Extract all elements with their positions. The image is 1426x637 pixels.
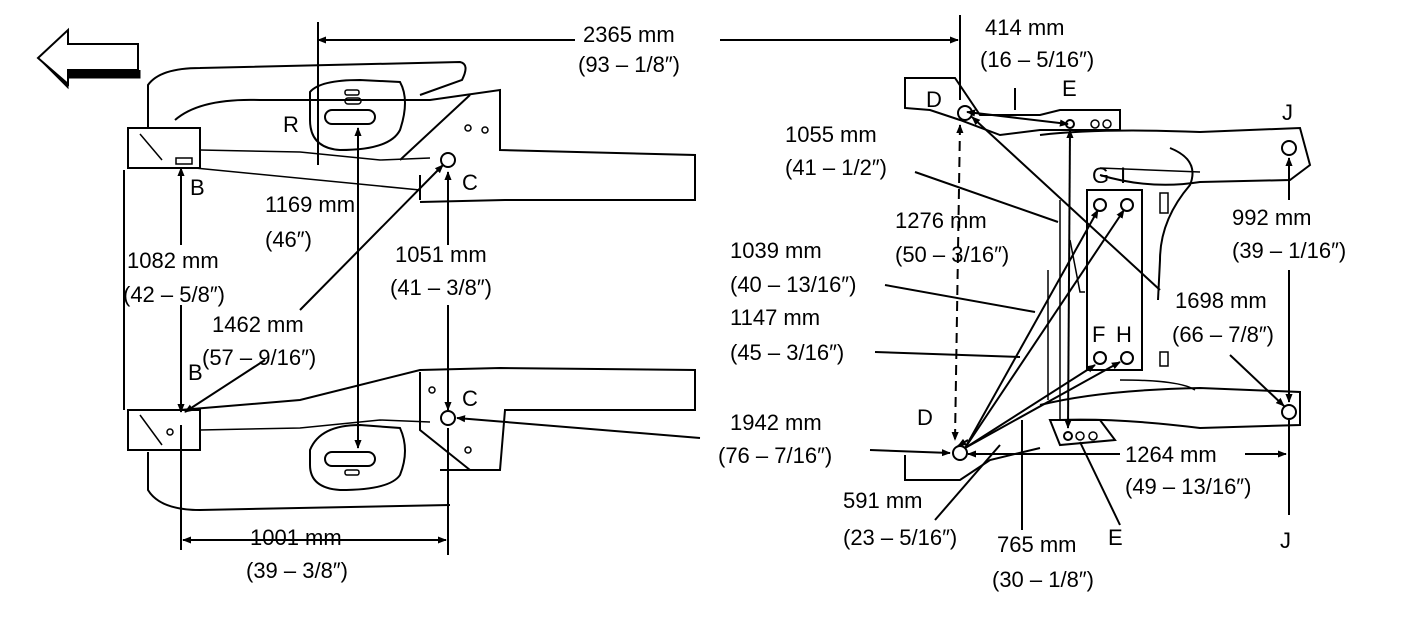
dim-414-mm: 414 mm xyxy=(985,15,1064,40)
front-frame-section xyxy=(123,60,696,512)
dim-1942-mm: 1942 mm xyxy=(730,410,822,435)
rear-frame-section xyxy=(904,77,1312,481)
dim-1055-in: (41 – 1/2″) xyxy=(785,155,887,180)
hole-d-lower xyxy=(952,445,968,461)
point-labels: B B C C R D D E E G I F H J J xyxy=(188,76,1293,553)
hole-e-lower xyxy=(1063,431,1073,441)
dim-1051-in: (41 – 3/8″) xyxy=(390,275,492,300)
hole-j-lower xyxy=(1281,404,1297,420)
dim-1276-mm: 1276 mm xyxy=(895,208,987,233)
dim-992-in: (39 – 1/16″) xyxy=(1232,238,1346,263)
label-e-lower: E xyxy=(1108,525,1123,550)
dim-765-mm: 765 mm xyxy=(997,532,1076,557)
label-e-upper: E xyxy=(1062,76,1077,101)
dim-1039-in: (40 – 13/16″) xyxy=(730,272,856,297)
dim-591-mm: 591 mm xyxy=(843,488,922,513)
dim-765-in: (30 – 1/8″) xyxy=(992,567,1094,592)
dim-1698-in: (66 – 7/8″) xyxy=(1172,322,1274,347)
dim-1264-mm: 1264 mm xyxy=(1125,442,1217,467)
hole-c-upper xyxy=(440,152,456,168)
label-h: H xyxy=(1116,322,1132,347)
label-c-upper: C xyxy=(462,170,478,195)
dim-1082-in: (42 – 5/8″) xyxy=(123,282,225,307)
hole-c-lower xyxy=(440,410,456,426)
dim-1462-mm: 1462 mm xyxy=(212,312,304,337)
dim-1001-in: (39 – 3/8″) xyxy=(246,558,348,583)
dim-1698-mm: 1698 mm xyxy=(1175,288,1267,313)
dim-414-in: (16 – 5/16″) xyxy=(980,47,1094,72)
hole-j-upper xyxy=(1281,140,1297,156)
dim-1942-in: (76 – 7/16″) xyxy=(718,443,832,468)
label-c-lower: C xyxy=(462,386,478,411)
dim-1264-in: (49 – 13/16″) xyxy=(1125,474,1251,499)
hole-i xyxy=(1120,198,1134,212)
dim-1082-mm: 1082 mm xyxy=(127,248,219,273)
dim-591-in: (23 – 5/16″) xyxy=(843,525,957,550)
dimension-labels: 2365 mm (93 – 1/8″) 414 mm (16 – 5/16″) … xyxy=(123,15,1346,592)
label-r: R xyxy=(283,112,299,137)
label-g: G xyxy=(1092,163,1109,188)
label-j-lower: J xyxy=(1280,528,1291,553)
dim-1051-mm: 1051 mm xyxy=(395,242,487,267)
label-d-lower: D xyxy=(917,405,933,430)
dim-2365-in: (93 – 1/8″) xyxy=(578,52,680,77)
dim-1276-in: (50 – 3/16″) xyxy=(895,242,1009,267)
hole-h xyxy=(1120,351,1134,365)
dim-992-mm: 992 mm xyxy=(1232,205,1311,230)
dimension-lines xyxy=(177,15,1293,555)
label-j-upper: J xyxy=(1282,100,1293,125)
dim-1169-in: (46″) xyxy=(265,227,312,252)
label-f: F xyxy=(1092,322,1105,347)
left-arrow-icon xyxy=(36,27,141,90)
label-b-upper: B xyxy=(190,175,205,200)
hole-g xyxy=(1093,198,1107,212)
dim-1462-in: (57 – 9/16″) xyxy=(202,345,316,370)
hole-f xyxy=(1093,351,1107,365)
label-b-lower: B xyxy=(188,360,203,385)
dim-1147-mm: 1147 mm xyxy=(730,305,820,330)
label-d-upper: D xyxy=(926,87,942,112)
dim-1169-mm: 1169 mm xyxy=(265,192,355,217)
dim-1147-in: (45 – 3/16″) xyxy=(730,340,844,365)
dim-1039-mm: 1039 mm xyxy=(730,238,822,263)
dim-1001-mm: 1001 mm xyxy=(250,525,342,550)
dim-2365-mm: 2365 mm xyxy=(583,22,675,47)
label-i: I xyxy=(1120,163,1126,188)
dim-1055-mm: 1055 mm xyxy=(785,122,877,147)
